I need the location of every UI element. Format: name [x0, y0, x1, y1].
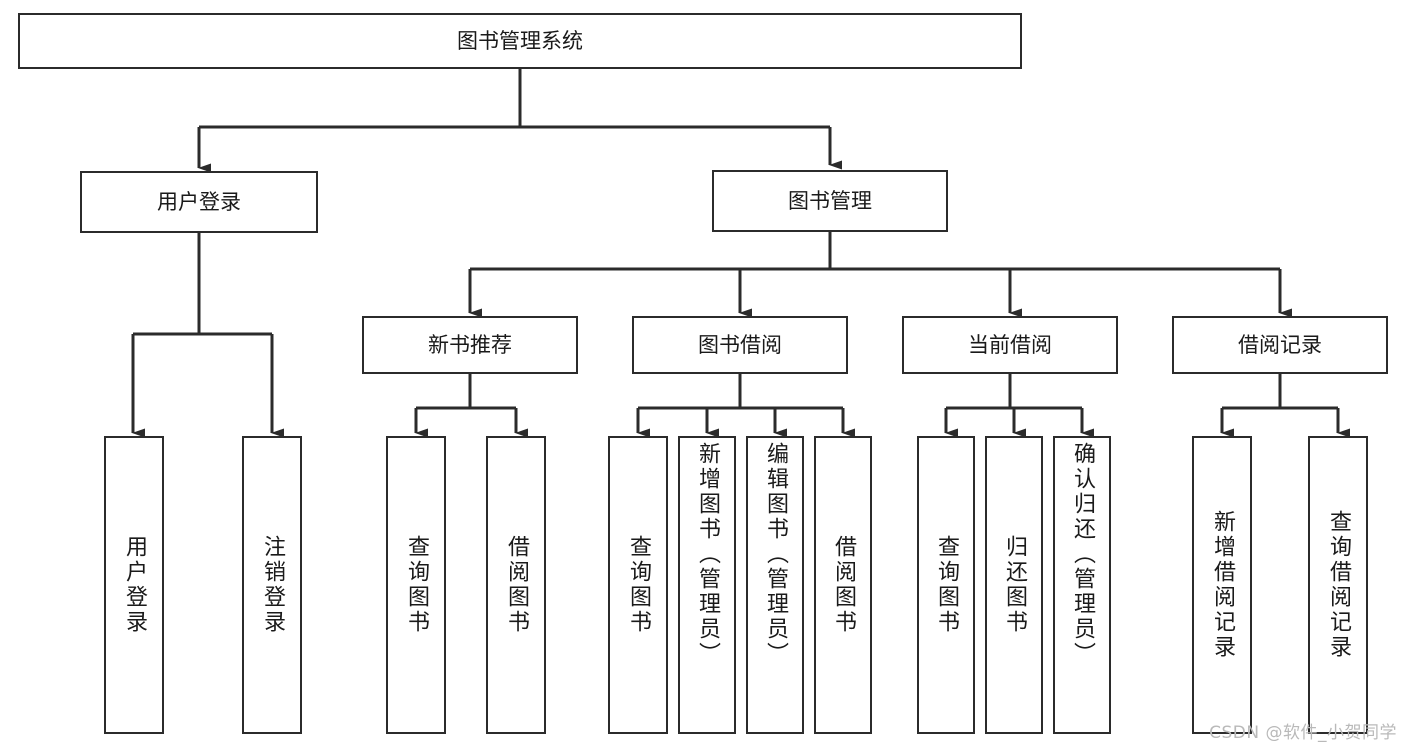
node-leaf-add-record[interactable]: 新增借阅记录: [1192, 436, 1252, 734]
node-new-book-recommend-label: 新书推荐: [428, 332, 512, 357]
node-leaf-return-book-label: 归还图书: [1002, 535, 1027, 635]
node-leaf-logout[interactable]: 注销登录: [242, 436, 302, 734]
node-new-book-recommend[interactable]: 新书推荐: [362, 316, 578, 374]
node-leaf-add-book-label: 新增图书（管理员）: [695, 442, 720, 667]
node-leaf-query-book-new[interactable]: 查询图书: [386, 436, 446, 734]
node-leaf-query-book-borrow[interactable]: 查询图书: [608, 436, 668, 734]
node-book-borrow[interactable]: 图书借阅: [632, 316, 848, 374]
node-leaf-user-login-label: 用户登录: [122, 535, 147, 635]
node-leaf-borrow-book-new-label: 借阅图书: [504, 535, 529, 635]
node-root[interactable]: 图书管理系统: [18, 13, 1022, 69]
node-current-borrow[interactable]: 当前借阅: [902, 316, 1118, 374]
node-leaf-query-book-borrow-label: 查询图书: [626, 535, 651, 635]
node-leaf-edit-book[interactable]: 编辑图书（管理员）: [746, 436, 804, 734]
node-user-login-label: 用户登录: [157, 189, 241, 214]
node-root-label: 图书管理系统: [457, 28, 583, 53]
node-borrow-record[interactable]: 借阅记录: [1172, 316, 1388, 374]
node-leaf-query-book-current-label: 查询图书: [934, 535, 959, 635]
node-leaf-edit-book-label: 编辑图书（管理员）: [763, 442, 788, 667]
node-leaf-return-book[interactable]: 归还图书: [985, 436, 1043, 734]
node-book-borrow-label: 图书借阅: [698, 332, 782, 357]
node-leaf-query-book-current[interactable]: 查询图书: [917, 436, 975, 734]
node-book-management-label: 图书管理: [788, 188, 872, 213]
node-user-login[interactable]: 用户登录: [80, 171, 318, 233]
node-book-management[interactable]: 图书管理: [712, 170, 948, 232]
node-leaf-add-record-label: 新增借阅记录: [1210, 510, 1235, 660]
node-leaf-borrow-book-label: 借阅图书: [831, 535, 856, 635]
node-leaf-confirm-return[interactable]: 确认归还（管理员）: [1053, 436, 1111, 734]
node-borrow-record-label: 借阅记录: [1238, 332, 1322, 357]
node-leaf-user-login[interactable]: 用户登录: [104, 436, 164, 734]
csdn-watermark: CSDN @软件_小贺同学: [1209, 723, 1397, 743]
node-leaf-add-book[interactable]: 新增图书（管理员）: [678, 436, 736, 734]
node-leaf-borrow-book[interactable]: 借阅图书: [814, 436, 872, 734]
node-leaf-logout-label: 注销登录: [260, 535, 285, 635]
node-leaf-query-record-label: 查询借阅记录: [1326, 510, 1351, 660]
node-current-borrow-label: 当前借阅: [968, 332, 1052, 357]
node-leaf-query-book-new-label: 查询图书: [404, 535, 429, 635]
node-leaf-confirm-return-label: 确认归还（管理员）: [1070, 442, 1095, 667]
node-leaf-borrow-book-new[interactable]: 借阅图书: [486, 436, 546, 734]
node-leaf-query-record[interactable]: 查询借阅记录: [1308, 436, 1368, 734]
